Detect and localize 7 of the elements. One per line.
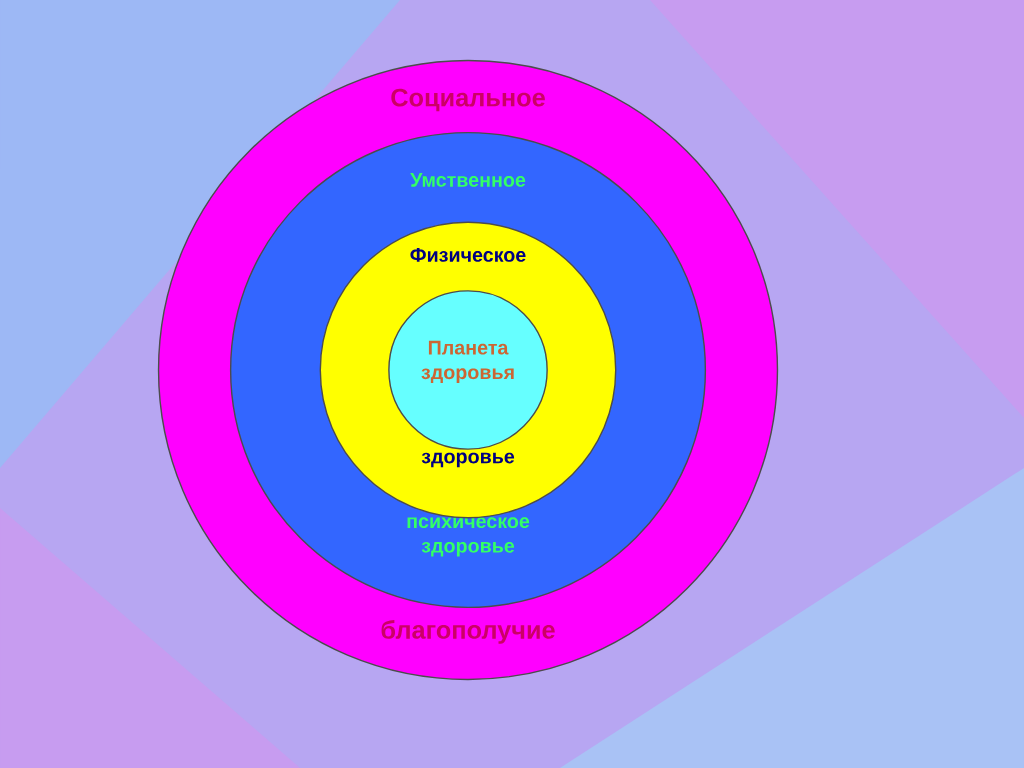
ring-label: Социальное bbox=[391, 88, 545, 112]
ring-label: здоровье bbox=[421, 452, 515, 468]
ring-label: Физическое bbox=[410, 248, 526, 262]
ring-label: благополучие bbox=[381, 620, 555, 644]
ring-label: психическое здоровье bbox=[407, 517, 530, 557]
ring-label: Умственное bbox=[410, 173, 526, 187]
ring-label: Планета здоровья bbox=[421, 340, 514, 384]
